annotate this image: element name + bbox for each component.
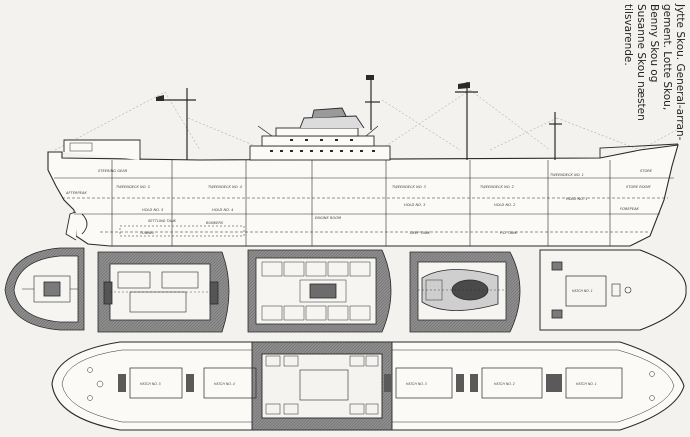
deck-plans-row: HATCH NO. 1 xyxy=(4,247,687,333)
label-bunkers: BUNKERS xyxy=(206,221,224,225)
label-hatch-1-fc: HATCH NO. 1 xyxy=(572,289,593,293)
portholes xyxy=(270,139,375,152)
caption-line-3: Benny Skou og xyxy=(648,4,660,83)
flags xyxy=(156,75,470,101)
label-tweendeck-1: TWEENDECK NO. 1 xyxy=(550,173,584,177)
label-tweendeck-3: TWEENDECK NO. 3 xyxy=(392,185,427,189)
label-tunnel: TUNNEL xyxy=(140,231,154,235)
label-hatch-5: HATCH NO. 5 xyxy=(140,382,161,386)
masts xyxy=(160,78,562,160)
hatches xyxy=(129,367,623,399)
deck-plan-aft xyxy=(4,247,85,331)
label-hold-5: HOLD NO. 5 xyxy=(142,208,164,212)
bollards xyxy=(87,367,655,401)
label-hatch-4: HATCH NO. 4 xyxy=(214,382,235,386)
midship-superstructure xyxy=(249,107,391,161)
deck-plan-accommodation xyxy=(247,249,392,333)
deck-plan-forecastle: HATCH NO. 1 xyxy=(539,249,687,331)
label-tweendeck-5: TWEENDECK NO. 5 xyxy=(116,185,151,189)
label-hold-1: HOLD NO. 1 xyxy=(566,197,587,201)
label-tweendeck-2: TWEENDECK NO. 2 xyxy=(480,185,515,189)
hull-outline xyxy=(47,144,679,247)
label-steering: STEERING GEAR xyxy=(98,169,128,173)
main-deck-plan xyxy=(51,341,685,431)
profile-labels: AFTERPEAK STEERING GEAR TWEENDECK NO. 5 … xyxy=(65,169,653,235)
caption: Jytte Skou. General-arran- gement. Lotte… xyxy=(588,0,688,140)
caption-line-4: Susanne Skou næsten xyxy=(635,4,647,121)
side-profile xyxy=(47,75,681,247)
bulkheads xyxy=(111,160,611,246)
caption-line-5: tilsvarende. xyxy=(622,4,634,66)
label-forepeak: FOREPEAK xyxy=(620,207,640,211)
label-engine-room: ENGINE ROOM xyxy=(315,216,341,220)
deck-plan-boat-deck xyxy=(97,251,230,333)
caption-line-1: Jytte Skou. General-arran- xyxy=(674,4,686,141)
aft-deckhouse xyxy=(63,139,141,160)
label-settling: SETTLING TANK xyxy=(148,219,177,223)
label-hold-2: HOLD NO. 2 xyxy=(494,203,516,207)
winches xyxy=(118,374,562,392)
label-store-room: STORE ROOM xyxy=(626,185,650,189)
caption-line-2: gement. Lotte Skou, xyxy=(661,4,673,111)
label-hatch-2: HATCH NO. 2 xyxy=(494,382,515,386)
label-hold-4: HOLD NO. 4 xyxy=(212,208,234,212)
label-afterpeak: AFTERPEAK xyxy=(65,191,87,195)
rudder xyxy=(65,211,77,241)
label-tweendeck-4: TWEENDECK NO. 4 xyxy=(208,185,243,189)
label-hold-3: HOLD NO. 3 xyxy=(404,203,426,207)
deck-plan-funnel xyxy=(409,251,521,333)
label-hatch-3: HATCH NO. 3 xyxy=(406,382,427,386)
label-store: STORE xyxy=(640,169,653,173)
label-hatch-1: HATCH NO. 1 xyxy=(576,382,597,386)
label-fo-tank: F.O. TANK xyxy=(500,231,518,235)
forecastle xyxy=(599,143,679,158)
label-deep-tank: DEEP TANK xyxy=(410,231,431,235)
main-deck-labels: HATCH NO. 5 HATCH NO. 4 HATCH NO. 3 HATC… xyxy=(140,382,597,386)
propeller xyxy=(81,213,88,235)
